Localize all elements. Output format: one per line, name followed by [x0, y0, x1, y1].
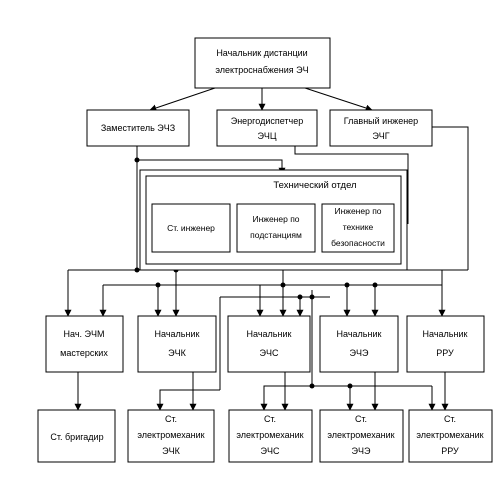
- head-ru-line-2: РРУ: [436, 348, 454, 358]
- box-head-line-1: Начальник дистанции: [216, 48, 307, 58]
- electro-ru-line-2: электромеханик: [416, 430, 483, 440]
- box-electro-eche: Ст. электромеханик ЭЧЭ: [319, 409, 404, 463]
- electro-eche-line-3: ЭЧЭ: [352, 446, 371, 456]
- workshop-head-line-1: Нач. ЭЧМ: [64, 329, 105, 339]
- box-deputy: Заместитель ЭЧЗ: [86, 109, 190, 147]
- junction-dot: [344, 282, 350, 288]
- box-tech-dept: Технический отдел Ст. инженер Инженер по…: [139, 169, 408, 271]
- safety-engineer-line-1: Инженер по: [334, 206, 381, 216]
- box-safety-engineer: [321, 203, 395, 253]
- electro-echs-line-1: Ст.: [264, 414, 276, 424]
- box-head-echk: Начальник ЭЧК: [137, 315, 217, 373]
- connectors: [64, 87, 469, 411]
- senior-engineer-label: Ст. инженер: [167, 223, 215, 233]
- box-dispatcher-line-1: Энергодиспетчер: [231, 116, 304, 126]
- junction-dot: [309, 383, 315, 389]
- head-eche-line-1: Начальник: [337, 329, 382, 339]
- junction-dot: [134, 267, 140, 273]
- box-head-line-2: электроснабжения ЭЧ: [215, 65, 308, 75]
- substation-engineer-line-2: подстанциям: [250, 230, 302, 240]
- box-chief-line-2: ЭЧГ: [372, 131, 389, 141]
- line-dispatcher: [294, 146, 409, 224]
- junction-dot: [309, 294, 315, 300]
- arrow-head-to-chief: [304, 87, 373, 112]
- junction-dot: [155, 282, 161, 288]
- safety-engineer-line-3: безопасности: [331, 238, 385, 248]
- box-chief-line-1: Главный инженер: [344, 116, 418, 126]
- arrow-to-electro-echk-a: [156, 389, 220, 411]
- box-foreman: Ст. бригадир: [37, 409, 116, 463]
- junction-dot: [280, 282, 286, 288]
- box-head-eche: Начальник ЭЧЭ: [319, 315, 399, 373]
- box-dispatcher: Энергодиспетчер ЭЧЦ: [216, 109, 318, 147]
- arrow-to-electro-echs-a: [260, 385, 312, 411]
- box-electro-ru: Ст. электромеханик РРУ: [408, 409, 493, 463]
- head-echk-line-1: Начальник: [155, 329, 200, 339]
- workshop-head-line-2: мастерских: [60, 348, 108, 358]
- box-electro-echk: Ст. электромеханик ЭЧК: [127, 409, 215, 463]
- arrow-head-to-deputy: [149, 87, 216, 112]
- substation-engineer-line-1: Инженер по: [252, 214, 299, 224]
- arrow-deputy-to-techdept: [137, 159, 286, 175]
- electro-eche-line-2: электромеханик: [327, 430, 394, 440]
- electro-ru-line-1: Ст.: [444, 414, 456, 424]
- electro-echk-line-2: электромеханик: [137, 430, 204, 440]
- line-chief-right: [432, 126, 469, 270]
- box-head-echs: Начальник ЭЧС: [227, 315, 311, 373]
- electro-echk-line-3: ЭЧК: [162, 446, 180, 456]
- electro-eche-line-1: Ст.: [355, 414, 367, 424]
- tech-dept-title: Технический отдел: [273, 180, 356, 191]
- box-head: Начальник дистанции электроснабжения ЭЧ: [194, 37, 331, 89]
- electro-echk-line-1: Ст.: [165, 414, 177, 424]
- electro-echs-line-3: ЭЧС: [261, 446, 280, 456]
- head-echs-line-2: ЭЧС: [260, 348, 279, 358]
- box-deputy-line-1: Заместитель ЭЧЗ: [101, 123, 175, 133]
- box-electro-echs: Ст. электромеханик ЭЧС: [228, 409, 313, 463]
- head-eche-line-2: ЭЧЭ: [350, 348, 369, 358]
- head-echs-line-1: Начальник: [247, 329, 292, 339]
- head-echk-line-2: ЭЧК: [168, 348, 186, 358]
- box-head-ru: Начальник РРУ: [406, 315, 485, 373]
- junction-dot: [134, 157, 140, 163]
- electro-echs-line-2: электромеханик: [236, 430, 303, 440]
- box-chief-engineer: Главный инженер ЭЧГ: [329, 109, 433, 147]
- box-substation-engineer: [236, 203, 316, 253]
- junction-dot: [347, 383, 353, 389]
- safety-engineer-line-2: технике: [343, 222, 374, 232]
- junction-dot: [297, 294, 303, 300]
- box-senior-engineer: [151, 203, 231, 253]
- head-ru-line-1: Начальник: [423, 329, 468, 339]
- box-dispatcher-line-2: ЭЧЦ: [257, 131, 276, 141]
- electro-ru-line-3: РРУ: [441, 446, 459, 456]
- box-workshop-head: Нач. ЭЧМ мастерских: [45, 315, 124, 373]
- foreman-label: Ст. бригадир: [50, 432, 103, 442]
- junction-dot: [372, 282, 378, 288]
